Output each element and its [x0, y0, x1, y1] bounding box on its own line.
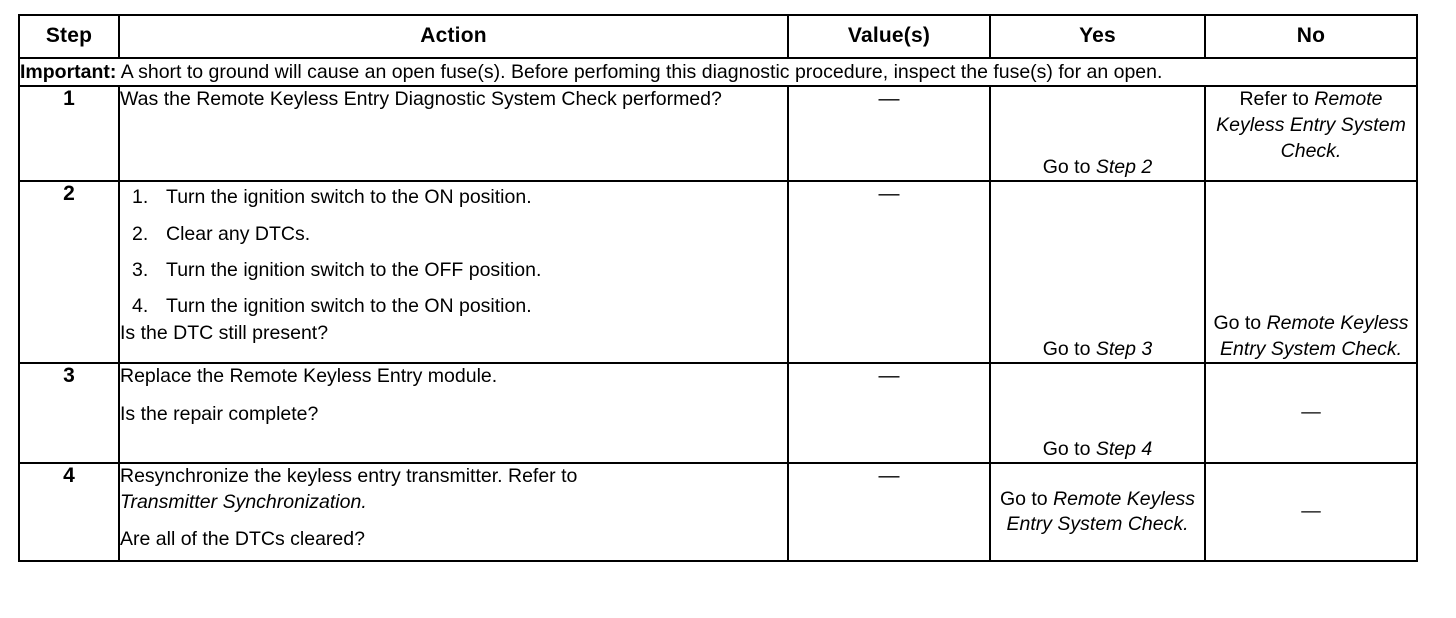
yes-italic-reference: Step 3: [1095, 337, 1153, 360]
no-italic-reference: Remote Keyless Entry System Check.: [1216, 88, 1406, 162]
value-dash: —: [878, 87, 900, 111]
yes-italic-reference: Step 4: [1095, 437, 1153, 460]
yes-cell: Go to Step 4: [989, 362, 1206, 465]
action-spacer: [120, 390, 787, 402]
no-prefix: Refer to: [1239, 88, 1315, 111]
column-header-action: Action: [118, 14, 789, 59]
step-number: 3: [18, 362, 120, 465]
value-cell: —: [787, 180, 991, 365]
action-spacer: [120, 515, 787, 527]
no-prefix: Go to: [1213, 311, 1267, 334]
no-cell: —: [1204, 362, 1418, 465]
value-dash: —: [878, 364, 900, 388]
action-question: Is the repair complete?: [120, 402, 319, 425]
yes-prefix: Go to: [999, 487, 1054, 510]
list-item: 4. Turn the ignition switch to the ON pos…: [120, 294, 787, 318]
step-number: 4: [18, 462, 120, 563]
action-text: Resynchronize the keyless entry transmit…: [120, 465, 578, 488]
table-header-row: Step Action Value(s) Yes No: [18, 14, 1418, 59]
action-cell: Resynchronize the keyless entry transmit…: [118, 462, 789, 563]
list-item-number: 3.: [132, 259, 149, 282]
yes-italic-reference: Step 2: [1095, 155, 1153, 178]
list-item-text: Turn the ignition switch to the ON posit…: [166, 295, 532, 318]
value-cell: —: [787, 362, 991, 465]
diagnostic-procedure-table: Step Action Value(s) Yes No Important: A…: [18, 14, 1418, 563]
step-number: 1: [18, 85, 120, 183]
list-item-text: Turn the ignition switch to the OFF posi…: [166, 259, 542, 282]
no-cell: Refer to Remote Keyless Entry System Che…: [1204, 85, 1418, 183]
column-header-values: Value(s): [787, 14, 991, 59]
column-header-step: Step: [18, 14, 120, 59]
value-cell: —: [787, 462, 991, 563]
table-row: 3 Replace the Remote Keyless Entry modul…: [18, 362, 1418, 465]
yes-cell: Go to Step 3: [989, 180, 1206, 365]
action-text: Was the Remote Keyless Entry Diagnostic …: [120, 88, 722, 111]
column-header-no: No: [1204, 14, 1418, 59]
yes-prefix: Go to: [1042, 155, 1096, 178]
value-dash: —: [878, 182, 900, 206]
action-substep-list: 1. Turn the ignition switch to the ON pos…: [120, 185, 787, 319]
table-row: 4 Resynchronize the keyless entry transm…: [18, 462, 1418, 563]
list-item: 3. Turn the ignition switch to the OFF po…: [120, 258, 787, 282]
no-cell: Go to Remote Keyless Entry System Check.: [1204, 180, 1418, 365]
yes-prefix: Go to: [1042, 337, 1096, 360]
yes-italic-reference: Remote Keyless Entry System Check.: [1006, 487, 1196, 536]
important-note-cell: Important: A short to ground will cause …: [18, 56, 1418, 88]
list-item-number: 1.: [132, 186, 149, 209]
important-note-label: Important:: [20, 61, 117, 83]
list-item-number: 4.: [132, 295, 149, 318]
list-item: 2. Clear any DTCs.: [120, 222, 787, 246]
list-item-text: Turn the ignition switch to the ON posit…: [166, 186, 532, 209]
yes-cell: Go to Remote Keyless Entry System Check.: [989, 462, 1206, 563]
action-text: Replace the Remote Keyless Entry module.: [120, 365, 498, 388]
no-dash: —: [1301, 401, 1321, 424]
list-item-number: 2.: [132, 222, 149, 245]
value-cell: —: [787, 85, 991, 183]
no-italic-reference: Remote Keyless Entry System Check.: [1219, 311, 1409, 360]
action-italic-reference: Transmitter Synchronization.: [120, 490, 367, 513]
no-dash: —: [1301, 500, 1321, 523]
table-row: 1 Was the Remote Keyless Entry Diagnosti…: [18, 85, 1418, 183]
yes-prefix: Go to: [1042, 437, 1096, 460]
action-question: Are all of the DTCs cleared?: [120, 528, 365, 550]
action-cell: Replace the Remote Keyless Entry module.…: [118, 362, 789, 465]
important-note-row: Important: A short to ground will cause …: [18, 56, 1418, 88]
step-number: 2: [18, 180, 120, 365]
column-header-yes: Yes: [989, 14, 1206, 59]
value-dash: —: [878, 464, 900, 488]
action-cell: Was the Remote Keyless Entry Diagnostic …: [118, 85, 789, 183]
list-item-text: Clear any DTCs.: [166, 222, 311, 245]
action-cell: 1. Turn the ignition switch to the ON pos…: [118, 180, 789, 365]
list-item: 1. Turn the ignition switch to the ON pos…: [120, 185, 787, 209]
no-cell: —: [1204, 462, 1418, 563]
important-note-text: A short to ground will cause an open fus…: [116, 61, 1163, 83]
yes-cell: Go to Step 2: [989, 85, 1206, 183]
action-question: Is the DTC still present?: [120, 321, 329, 344]
table-row: 2 1. Turn the ignition switch to the ON p…: [18, 180, 1418, 365]
